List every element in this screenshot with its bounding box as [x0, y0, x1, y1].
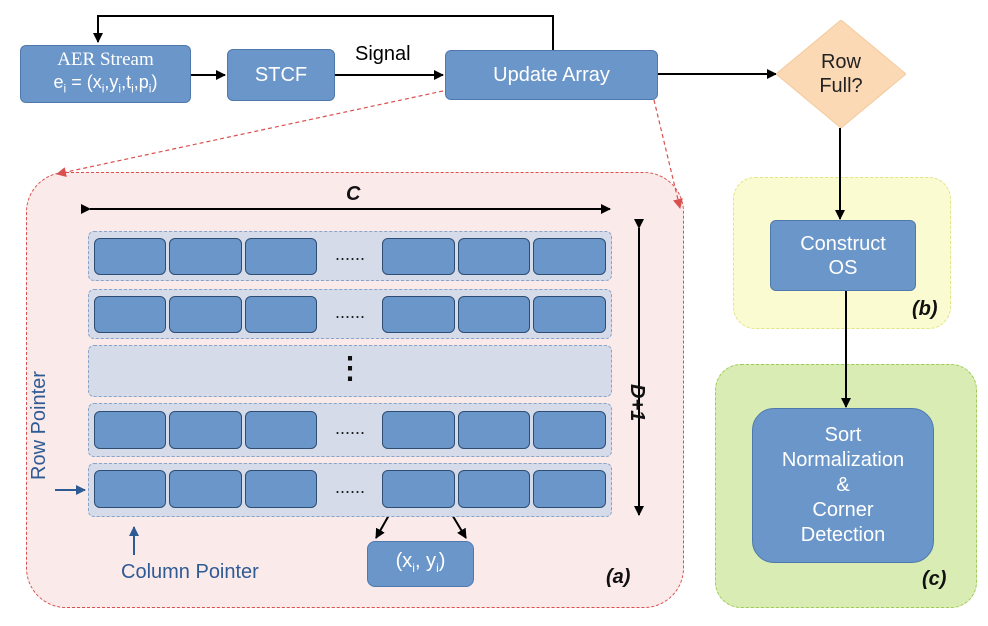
construct-os-line2: OS [828, 256, 858, 279]
sort-line-2: Normalization [781, 449, 905, 471]
panel-label-a: (a) [606, 566, 631, 588]
aer-stream-node: AER Stream ei = (xi,yi,ti,pi) [20, 45, 191, 103]
construct-os-line1: Construct [800, 232, 886, 255]
sort-line-3: & [836, 474, 850, 496]
array-cell [382, 238, 455, 275]
array-cell-current [382, 470, 455, 508]
coordinate-node: (xi, yi) [367, 541, 474, 587]
row-hdots: ...... [334, 244, 365, 264]
array-width-label: C [346, 183, 361, 205]
diamond-shape [776, 20, 906, 128]
row-hdots: ...... [334, 418, 365, 438]
array-cell [382, 411, 455, 449]
array-cell [533, 411, 606, 449]
row-full-line2: Full? [819, 75, 863, 97]
array-cell [94, 296, 166, 333]
array-cell [458, 411, 530, 449]
array-cell [533, 470, 606, 508]
panel-label-b: (b) [912, 298, 938, 320]
construct-os-node: Construct OS [770, 220, 916, 291]
array-cell [458, 238, 530, 275]
array-cell [245, 470, 317, 508]
row-hdots: ...... [334, 302, 365, 322]
sort-line-1: Sort [824, 424, 862, 446]
array-cell [533, 238, 606, 275]
array-vdots: ⋮ [335, 352, 365, 385]
array-cell [94, 470, 166, 508]
sort-line-4: Corner [812, 499, 874, 521]
array-cell [382, 296, 455, 333]
row-pointer-label: Row Pointer [28, 371, 50, 480]
array-cell [533, 296, 606, 333]
update-array-label: Update Array [493, 64, 610, 86]
stcf-node: STCF [227, 49, 335, 101]
row-full-line1: Row [820, 51, 861, 73]
coordinate-label: (xi, yi) [395, 549, 446, 575]
array-cell [169, 238, 242, 275]
array-cell [245, 296, 317, 333]
array-cell [169, 470, 242, 508]
row-full-decision: Row Full? [776, 20, 906, 128]
array-height-label: D+1 [626, 384, 648, 422]
sort-line-5: Detection [800, 524, 886, 546]
aer-stream-title: AER Stream [57, 48, 154, 70]
array-row-ellipsis [88, 345, 612, 397]
array-cell [94, 411, 166, 449]
array-cell [245, 238, 317, 275]
panel-label-c: (c) [922, 568, 947, 590]
update-array-node: Update Array [445, 50, 658, 100]
array-cell [169, 411, 242, 449]
row-hdots: ...... [334, 477, 365, 497]
array-cell [458, 470, 530, 508]
array-cell [245, 411, 317, 449]
array-cell [169, 296, 242, 333]
aer-stream-formula: ei = (xi,yi,ti,pi) [53, 71, 158, 96]
stcf-label: STCF [254, 64, 308, 86]
signal-label: Signal [355, 43, 411, 65]
array-cell [94, 238, 166, 275]
sort-corner-node: Sort Normalization & Corner Detection [752, 408, 934, 563]
column-pointer-label: Column Pointer [121, 561, 259, 583]
array-cell [458, 296, 530, 333]
